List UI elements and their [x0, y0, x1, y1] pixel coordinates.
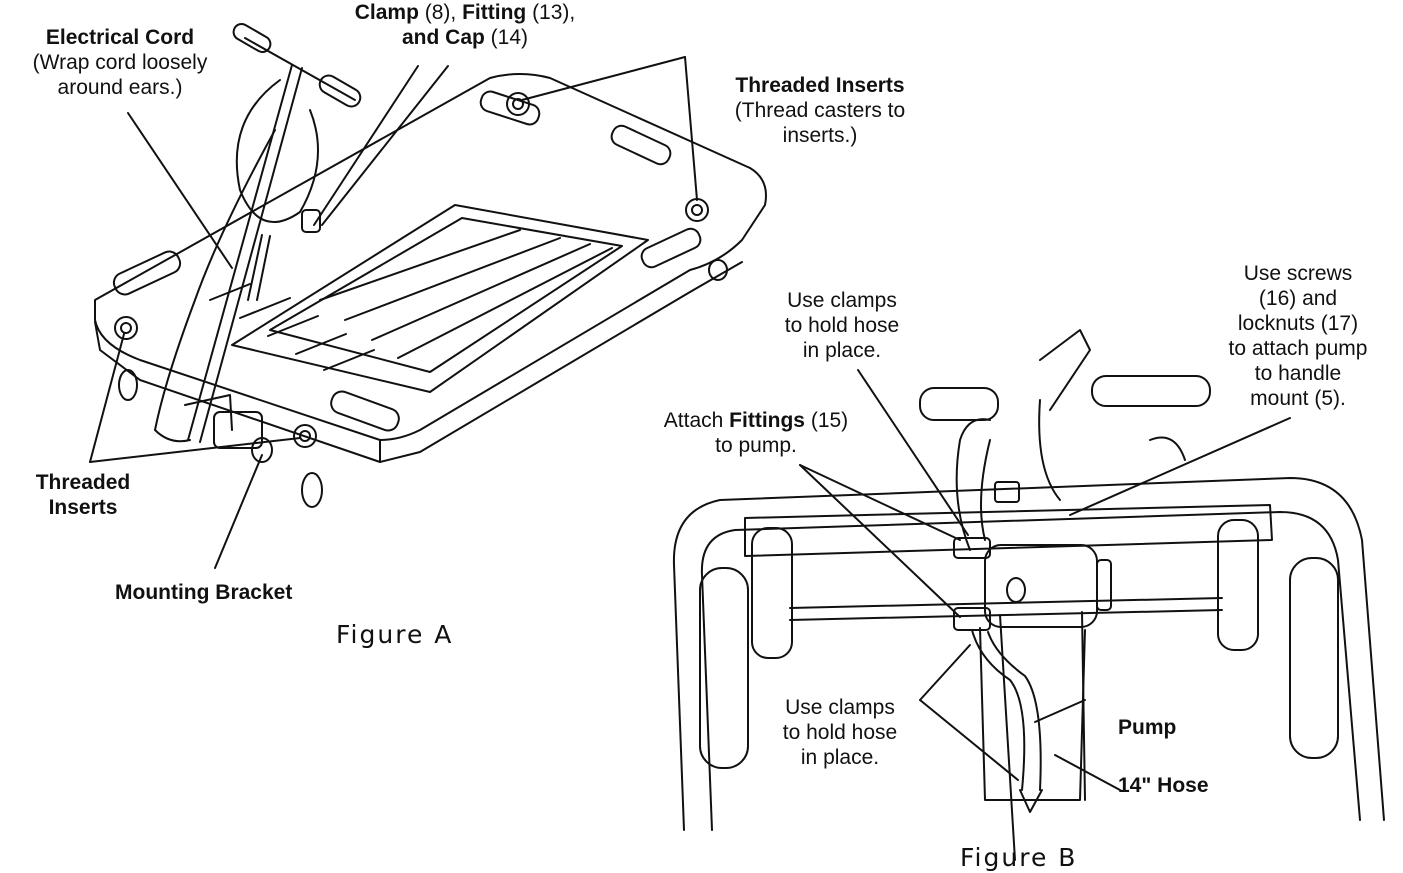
electrical-cord-label: Electrical Cord (Wrap cord loosely aroun…: [2, 25, 238, 100]
pump-label: Pump: [1118, 716, 1177, 739]
clamps-bottom-line3: in place.: [800, 746, 880, 769]
clamps-top-line1: Use clamps: [787, 289, 897, 312]
figure-b-pump-drawing: [672, 329, 1385, 861]
cap-word: and Cap: [401, 26, 485, 49]
electrical-cord-title: Electrical Cord: [45, 26, 195, 49]
electrical-cord-line2: around ears.): [57, 76, 183, 99]
threaded-inserts-top-title: Threaded Inserts: [735, 74, 905, 97]
fittings-word: Fittings: [729, 409, 805, 432]
fittings-prefix: Attach: [663, 409, 730, 432]
fitting-word: Fitting: [462, 1, 527, 24]
threaded-inserts-top-label: Threaded Inserts (Thread casters to inse…: [700, 73, 940, 148]
fitting-number: (13),: [526, 1, 576, 24]
electrical-cord-line1: (Wrap cord loosely: [32, 51, 208, 74]
figure-b-leader-lines: [799, 369, 1291, 791]
screws-line2: (16) and: [1258, 287, 1338, 310]
threaded-inserts-bottom-line2: Inserts: [48, 496, 118, 519]
screws-line5: to handle: [1254, 362, 1342, 385]
hose-label: 14" Hose: [1118, 774, 1209, 797]
threaded-inserts-top-line1: (Thread casters to: [734, 99, 906, 122]
clamp-word: Clamp: [354, 1, 419, 24]
screws-line1: Use screws: [1243, 262, 1353, 285]
clamps-bottom-line2: to hold hose: [782, 721, 898, 744]
figure-a-cart-drawing: [94, 23, 767, 508]
fittings-line2: to pump.: [715, 434, 797, 457]
figure-a-caption: Figure A: [336, 620, 454, 649]
clamps-top-line2: to hold hose: [784, 314, 900, 337]
clamps-bottom-label: Use clamps to hold hose in place.: [750, 695, 930, 770]
threaded-inserts-top-line2: inserts.): [782, 124, 858, 147]
clamp-fitting-cap-label: Clamp (8), Fitting (13), and Cap (14): [300, 0, 630, 50]
fittings-number: (15): [805, 409, 849, 432]
threaded-inserts-bottom-line1: Threaded: [35, 471, 131, 494]
figure-b-caption: Figure B: [960, 843, 1078, 872]
clamp-number: (8),: [418, 1, 463, 24]
clamps-top-line3: in place.: [802, 339, 882, 362]
threaded-inserts-bottom-label: Threaded Inserts: [8, 470, 158, 520]
screws-line3: locknuts (17): [1237, 312, 1359, 335]
figure-a-leader-lines: [89, 56, 698, 569]
clamps-top-label: Use clamps to hold hose in place.: [752, 288, 932, 363]
screws-locknuts-label: Use screws (16) and locknuts (17) to att…: [1200, 261, 1396, 411]
fittings-label: Attach Fittings (15) to pump.: [636, 408, 876, 458]
screws-line6: mount (5).: [1250, 387, 1346, 410]
mounting-bracket-label: Mounting Bracket: [115, 581, 293, 604]
clamps-bottom-line1: Use clamps: [785, 696, 895, 719]
cap-number: (14): [484, 26, 529, 49]
screws-line4: to attach pump: [1228, 337, 1368, 360]
